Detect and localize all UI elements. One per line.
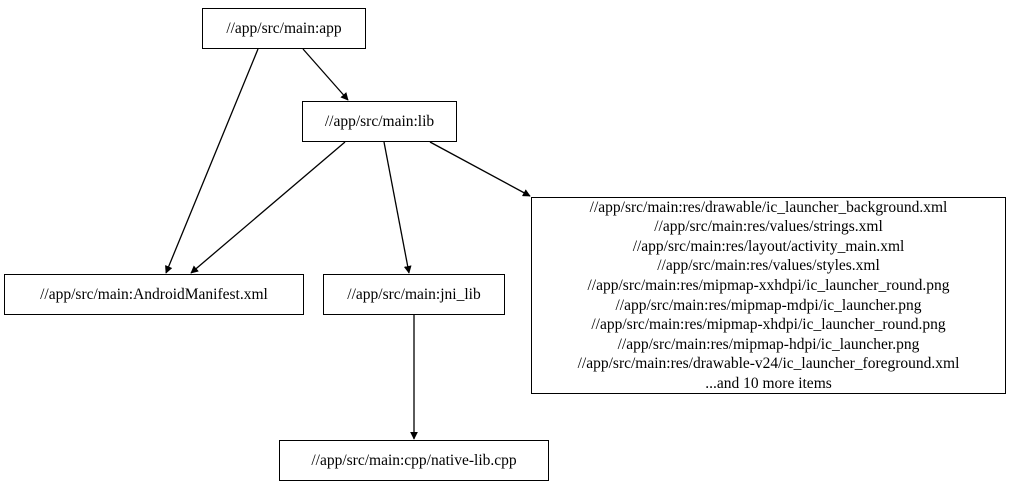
edge-lib-to-manifest — [190, 141, 346, 274]
edge-app-to-lib — [302, 48, 349, 101]
node-res-group[interactable]: //app/src/main:res/drawable/ic_launcher_… — [531, 197, 1006, 394]
edge-app-to-manifest — [165, 48, 259, 274]
node-lib[interactable]: //app/src/main:lib — [302, 101, 457, 142]
edge-lib-to-res — [429, 141, 531, 197]
node-lib-label: //app/src/main:lib — [324, 112, 435, 130]
node-app[interactable]: //app/src/main:app — [202, 8, 366, 49]
node-native-lib-cpp[interactable]: //app/src/main:cpp/native-lib.cpp — [279, 440, 549, 481]
node-jni-lib-label: //app/src/main:jni_lib — [347, 285, 481, 303]
node-res-group-label: //app/src/main:res/drawable/ic_launcher_… — [577, 198, 960, 392]
edge-lib-to-jni-lib — [383, 141, 412, 274]
node-android-manifest[interactable]: //app/src/main:AndroidManifest.xml — [4, 274, 304, 315]
node-android-manifest-label: //app/src/main:AndroidManifest.xml — [40, 285, 268, 303]
node-jni-lib[interactable]: //app/src/main:jni_lib — [323, 274, 505, 315]
node-app-label: //app/src/main:app — [226, 19, 342, 37]
node-native-lib-cpp-label: //app/src/main:cpp/native-lib.cpp — [311, 451, 517, 469]
